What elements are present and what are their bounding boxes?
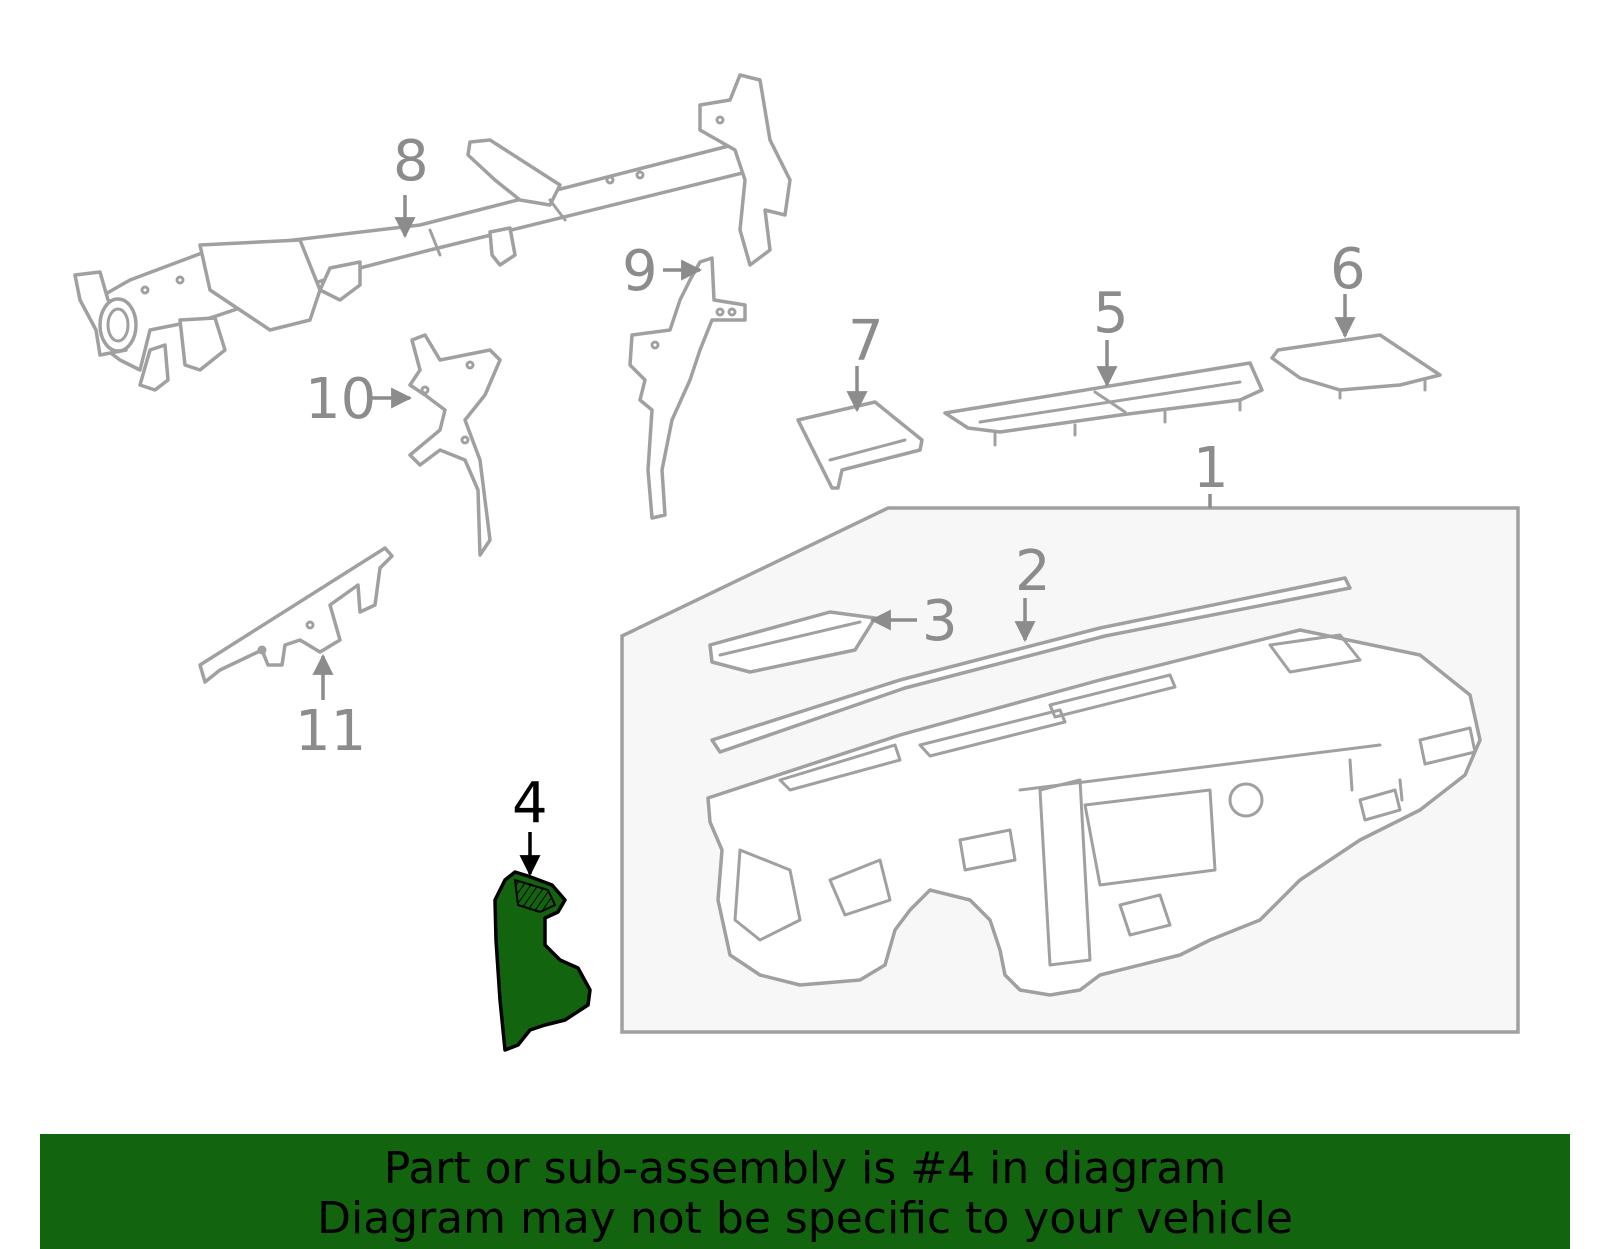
instrument-panel[interactable] — [706, 628, 1482, 997]
label-7: 7 — [848, 309, 884, 374]
label-9: 9 — [622, 239, 658, 304]
part-9-bracket[interactable] — [628, 256, 747, 520]
banner-line-1: Part or sub-assembly is #4 in diagram — [383, 1143, 1227, 1194]
label-4: 4 — [512, 771, 548, 836]
part-5-panel[interactable] — [943, 361, 1264, 447]
part-4-highlighted-panel[interactable] — [493, 870, 592, 1052]
part-11-brace[interactable] — [198, 546, 394, 684]
part-7-panel[interactable] — [796, 400, 924, 490]
part-10-bracket[interactable] — [408, 333, 502, 557]
label-2: 2 — [1015, 539, 1051, 604]
label-3: 3 — [922, 589, 958, 654]
label-11: 11 — [295, 699, 366, 764]
label-5: 5 — [1093, 281, 1129, 346]
label-6: 6 — [1330, 237, 1366, 302]
info-banner: Part or sub-assembly is #4 in diagram Di… — [40, 1134, 1570, 1249]
part-2-strip[interactable] — [710, 576, 1352, 754]
banner-line-2: Diagram may not be specific to your vehi… — [317, 1193, 1293, 1244]
label-8: 8 — [393, 129, 429, 194]
part-3-vent[interactable] — [708, 610, 877, 674]
label-10: 10 — [305, 367, 376, 432]
label-1: 1 — [1193, 436, 1229, 501]
part-6-panel[interactable] — [1270, 333, 1442, 400]
part-8-cross-car-beam[interactable] — [73, 73, 792, 392]
